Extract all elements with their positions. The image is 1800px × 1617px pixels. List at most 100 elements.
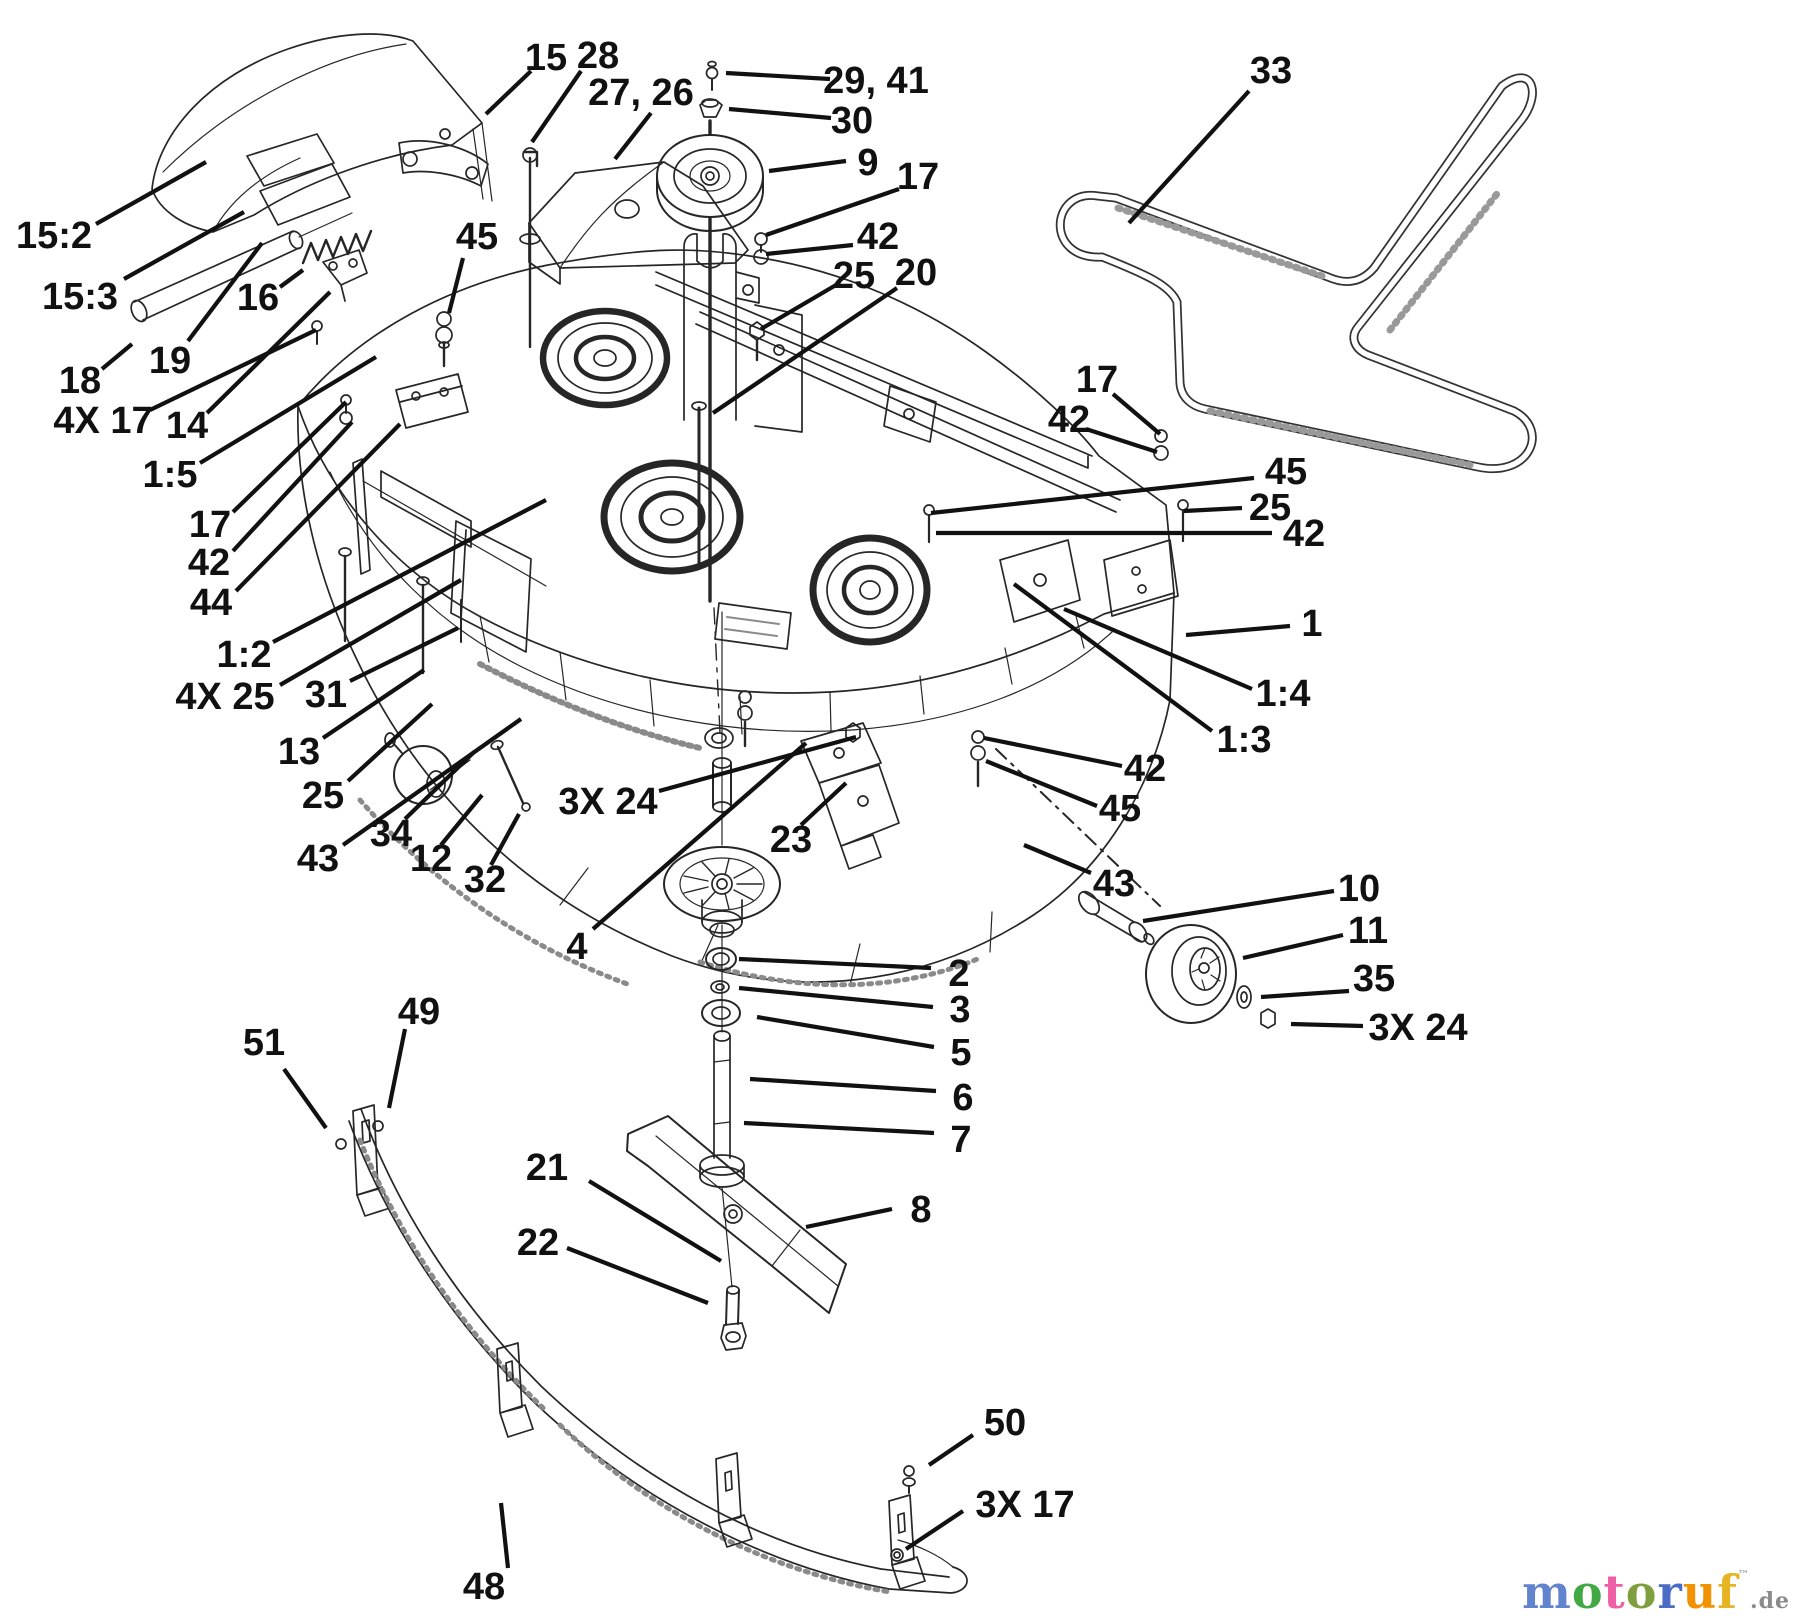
callout-label-49: 49 bbox=[398, 991, 440, 1033]
leader-line-42 bbox=[1085, 427, 1158, 454]
leader-line-3X-17 bbox=[904, 1509, 965, 1551]
leader-line-30 bbox=[728, 106, 832, 121]
watermark-letter: m bbox=[1522, 1565, 1572, 1617]
callout-label-8: 8 bbox=[910, 1189, 931, 1231]
callout-label-3: 3 bbox=[949, 989, 970, 1031]
callout-label-42: 42 bbox=[1048, 399, 1090, 441]
leader-line-16 bbox=[278, 268, 305, 289]
belt-cover bbox=[151, 33, 493, 233]
leader-line-34 bbox=[403, 750, 476, 821]
leader-line-25 bbox=[759, 283, 838, 331]
callout-label-21: 21 bbox=[526, 1147, 568, 1189]
leader-line-22 bbox=[566, 1246, 709, 1305]
bolt-32 bbox=[496, 745, 525, 805]
callout-label-1-2: 1:2 bbox=[217, 634, 272, 676]
watermark-letter: u bbox=[1682, 1565, 1718, 1617]
leader-line-11 bbox=[1242, 932, 1344, 961]
leader-line-10 bbox=[1142, 888, 1335, 924]
leader-line-19 bbox=[186, 241, 264, 343]
leader-line-14 bbox=[205, 290, 332, 415]
leader-line-45 bbox=[985, 759, 1098, 808]
callout-label-42: 42 bbox=[1283, 513, 1325, 555]
callout-label-25: 25 bbox=[1249, 487, 1291, 529]
leader-line-45 bbox=[446, 257, 466, 314]
callout-label-35: 35 bbox=[1353, 958, 1395, 1000]
callout-label-6: 6 bbox=[952, 1077, 973, 1119]
callout-label-4X-17: 4X 17 bbox=[53, 400, 152, 442]
leader-line-9 bbox=[768, 158, 847, 174]
callout-label-20: 20 bbox=[895, 252, 937, 294]
spindle-bracket bbox=[800, 722, 900, 870]
callout-label-50: 50 bbox=[984, 1402, 1026, 1444]
leader-line-44 bbox=[234, 422, 402, 593]
leader-line-35 bbox=[1260, 988, 1350, 1000]
callout-label-22: 22 bbox=[517, 1222, 559, 1264]
nut-24 bbox=[845, 722, 861, 743]
callout-label-15-3: 15:3 bbox=[42, 276, 118, 318]
callout-label-4X-25: 4X 25 bbox=[175, 676, 274, 718]
callout-label-1-3: 1:3 bbox=[1217, 719, 1272, 761]
leader-line-4 bbox=[591, 741, 808, 931]
leader-line-1 bbox=[1185, 623, 1291, 638]
leader-line-18 bbox=[100, 342, 134, 371]
leader-line-29-41 bbox=[725, 70, 831, 82]
leader-line-42 bbox=[983, 735, 1123, 769]
callout-label-16: 16 bbox=[237, 277, 279, 319]
callout-label-28: 28 bbox=[577, 35, 619, 77]
leader-line-17 bbox=[231, 400, 348, 514]
callout-label-48: 48 bbox=[463, 1566, 505, 1608]
callout-label-34: 34 bbox=[370, 813, 412, 855]
fan-blades bbox=[683, 858, 763, 910]
idler-rod-and-spring bbox=[130, 212, 469, 429]
leader-line-4X-17 bbox=[149, 328, 317, 412]
leader-line-4X-25 bbox=[278, 578, 463, 687]
callout-label-3X-24: 3X 24 bbox=[1368, 1007, 1467, 1049]
callout-label-43: 43 bbox=[1093, 863, 1135, 905]
callout-label-31: 31 bbox=[305, 674, 347, 716]
leader-line-33 bbox=[1127, 89, 1251, 225]
leader-line-43 bbox=[341, 717, 523, 847]
leader-line-8 bbox=[805, 1206, 893, 1230]
leader-line-28 bbox=[530, 69, 583, 144]
callout-label-11: 11 bbox=[1348, 910, 1388, 952]
front-trim-strip bbox=[348, 1108, 968, 1595]
watermark-letter: r bbox=[1657, 1565, 1683, 1617]
watermark-letter: o bbox=[1625, 1565, 1658, 1617]
callout-label-17: 17 bbox=[897, 156, 939, 198]
leader-line-42 bbox=[231, 420, 354, 553]
callout-label-29-41: 29, 41 bbox=[823, 60, 929, 102]
callout-label-13: 13 bbox=[278, 731, 320, 773]
leader-line-1-3 bbox=[1012, 582, 1214, 733]
spring-16 bbox=[301, 229, 373, 265]
leader-line-17 bbox=[765, 187, 900, 237]
belt-guide-and-bracket bbox=[519, 147, 803, 433]
callout-label-2: 2 bbox=[948, 953, 969, 995]
leader-line-27-26 bbox=[613, 111, 653, 161]
callout-label-42: 42 bbox=[1124, 748, 1166, 790]
callout-label-45: 45 bbox=[456, 216, 498, 258]
callout-label-4: 4 bbox=[566, 926, 587, 968]
leader-line-17 bbox=[1111, 392, 1162, 436]
callout-label-1-4: 1:4 bbox=[1256, 673, 1311, 715]
leader-line-31 bbox=[349, 626, 459, 683]
cutting-blade bbox=[626, 1115, 847, 1314]
leader-line-51 bbox=[282, 1067, 328, 1130]
spindle-rings bbox=[539, 307, 931, 646]
callout-label-45: 45 bbox=[1099, 788, 1141, 830]
frame-rails bbox=[655, 271, 1121, 513]
callout-label-15-2: 15:2 bbox=[16, 215, 92, 257]
callout-label-18: 18 bbox=[59, 360, 101, 402]
callout-label-33: 33 bbox=[1250, 50, 1292, 92]
leader-line-15 bbox=[484, 69, 533, 116]
spindle-assembly bbox=[663, 611, 781, 1351]
watermark-letter: f bbox=[1717, 1565, 1738, 1617]
callout-label-32: 32 bbox=[464, 859, 506, 901]
watermark-letter: o bbox=[1571, 1565, 1604, 1617]
latch-plate-44 bbox=[395, 373, 469, 429]
leader-line-1-4 bbox=[1063, 607, 1253, 691]
callout-label-10: 10 bbox=[1338, 868, 1380, 910]
callout-label-3X-24: 3X 24 bbox=[558, 781, 657, 823]
leader-line-25 bbox=[346, 702, 434, 783]
